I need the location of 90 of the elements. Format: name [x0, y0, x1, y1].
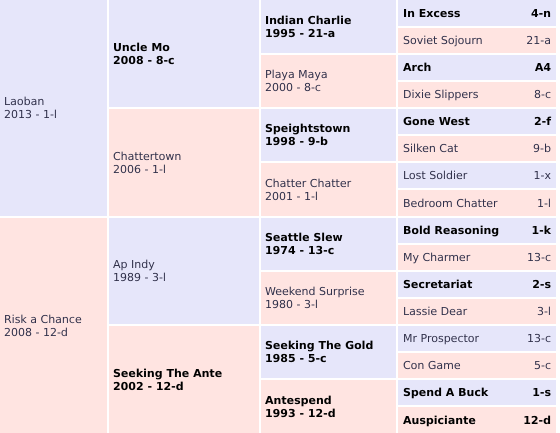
pedigree-cell: [109, 109, 259, 216]
horse-name: Bold Reasoning: [403, 224, 500, 237]
horse-name: Chatter Chatter: [265, 176, 352, 190]
family-number: 13-c: [526, 251, 551, 264]
family-number: 4-n: [530, 6, 551, 20]
horse-name: Playa Maya: [265, 68, 328, 81]
pedigree-cell: [398, 82, 556, 107]
foaling-year-family: 1985 - 5-c: [265, 352, 327, 365]
foaling-year-family: 2000 - 8-c: [265, 81, 321, 94]
family-number: 3-l: [536, 305, 551, 318]
horse-name: My Charmer: [403, 251, 470, 264]
pedigree-cell: [398, 28, 556, 53]
family-number: 1-k: [531, 224, 551, 237]
pedigree-cell: [261, 272, 396, 324]
horse-name: Bedroom Chatter: [403, 196, 498, 210]
horse-name: Seeking The Gold: [265, 339, 374, 352]
horse-name: Con Game: [403, 359, 461, 372]
family-number: 2-s: [532, 278, 551, 291]
horse-name: In Excess: [403, 6, 460, 20]
foaling-year-family: 1993 - 12-d: [265, 406, 336, 420]
pedigree-cell: [261, 380, 396, 433]
horse-name: Soviet Sojourn: [403, 34, 483, 47]
pedigree-cell: [398, 272, 556, 297]
family-number: 1-s: [532, 386, 551, 399]
horse-name: Ap Indy: [113, 258, 155, 271]
pedigree-cell: [398, 109, 556, 134]
horse-name: Secretariat: [403, 278, 472, 291]
horse-name: Lassie Dear: [403, 305, 468, 318]
pedigree-cell: [261, 109, 396, 161]
horse-name: Silken Cat: [403, 142, 458, 155]
foaling-year-family: 2008 - 12-d: [4, 326, 68, 338]
horse-name: Weekend Surprise: [265, 285, 364, 298]
horse-name: Seattle Slew: [265, 231, 343, 244]
pedigree-cell: [0, 0, 107, 216]
pedigree-cell: [261, 218, 396, 270]
family-number: 1-x: [534, 169, 551, 182]
foaling-year-family: 1974 - 13-c: [265, 244, 334, 257]
foaling-year-family: 1989 - 3-l: [113, 271, 166, 284]
horse-name: Chattertown: [113, 150, 182, 162]
horse-name: Mr Prospector: [403, 332, 480, 345]
pedigree-cell: [261, 163, 396, 216]
pedigree-cell: [398, 299, 556, 324]
pedigree-cell: [398, 136, 556, 161]
horse-name: Arch: [403, 61, 432, 74]
family-number: 2-f: [534, 115, 551, 128]
horse-name: Antespend: [265, 394, 332, 406]
horse-name: Spend A Buck: [403, 386, 488, 399]
horse-name: Gone West: [403, 115, 470, 128]
family-number: 8-c: [534, 88, 551, 101]
foaling-year-family: 2008 - 8-c: [113, 54, 175, 66]
family-number: 1-l: [536, 196, 551, 210]
pedigree-cell: [398, 245, 556, 270]
foaling-year-family: 1995 - 21-a: [265, 26, 336, 40]
pedigree-cell: [398, 326, 556, 351]
foaling-year-family: 2002 - 12-d: [113, 380, 184, 392]
horse-name: Dixie Slippers: [403, 88, 478, 101]
family-number: 12-d: [523, 414, 551, 426]
foaling-year-family: 2013 - 1-l: [4, 108, 57, 121]
horse-name: Auspiciante: [403, 414, 476, 426]
family-number: 21-a: [526, 34, 551, 47]
pedigree-cell: [398, 380, 556, 405]
family-number: A4: [534, 61, 551, 74]
foaling-year-family: 2006 - 1-l: [113, 162, 166, 176]
pedigree-cell: [398, 218, 556, 243]
horse-name: Seeking The Ante: [113, 366, 222, 380]
horse-name: Laoban: [4, 95, 44, 108]
pedigree-cell: [398, 0, 556, 26]
foaling-year-family: 1998 - 9-b: [265, 135, 328, 148]
pedigree-cell: [109, 0, 259, 107]
pedigree-cell: [398, 190, 556, 216]
horse-name: Lost Soldier: [403, 169, 468, 182]
family-number: 5-c: [534, 359, 551, 372]
foaling-year-family: 1980 - 3-l: [265, 298, 318, 311]
foaling-year-family: 2001 - 1-l: [265, 190, 318, 202]
family-number: 9-b: [533, 142, 551, 155]
horse-name: Risk a Chance: [4, 312, 82, 326]
horse-name: Speightstown: [265, 122, 350, 135]
pedigree-cell: [109, 218, 259, 324]
pedigree-cell: [261, 55, 396, 107]
pedigree-cell: [398, 353, 556, 378]
family-number: 13-c: [526, 332, 551, 345]
pedigree-cell: [109, 326, 259, 433]
pedigree-cell: [261, 0, 396, 53]
horse-name: Uncle Mo: [113, 40, 170, 54]
pedigree-cell: [398, 55, 556, 80]
pedigree-cell: [0, 218, 107, 433]
horse-name: Indian Charlie: [265, 14, 352, 26]
pedigree-cell: [261, 326, 396, 378]
pedigree-cell: [398, 407, 556, 433]
pedigree-cell: [398, 163, 556, 188]
